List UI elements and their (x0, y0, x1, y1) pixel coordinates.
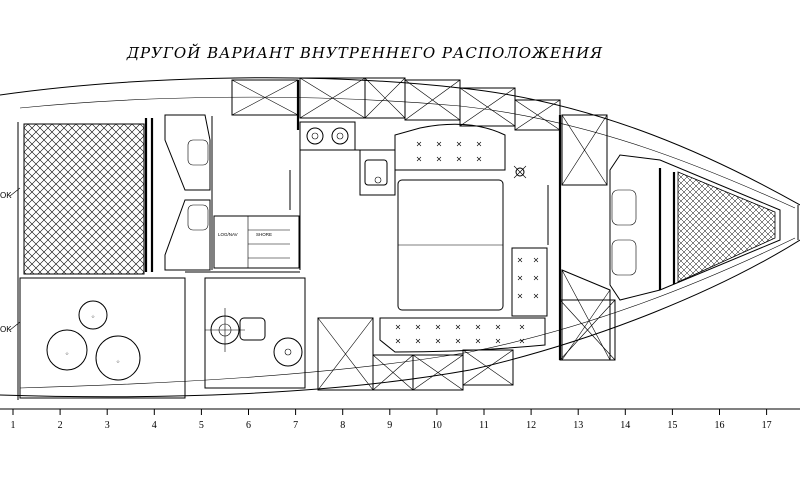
aft-locker-round-1: ☆ (78, 300, 108, 330)
saloon-table (397, 179, 504, 311)
deck-bottom-panels (317, 299, 616, 391)
aft-locker-area (19, 277, 186, 399)
lower-side-leader (9, 321, 21, 331)
galley-stove (299, 121, 356, 151)
saloon-settee-side (511, 247, 548, 317)
aft-cabin-berth (23, 123, 145, 275)
station-label: 16 (715, 420, 725, 431)
nav-text-right: SHORE (256, 232, 272, 237)
hull-inner-line (19, 96, 796, 389)
aft-seat-cushion-2 (187, 204, 209, 231)
heads-compartment (204, 277, 306, 389)
nav-station: LOG/NAV SHORE (213, 215, 300, 269)
station-label: 14 (620, 420, 630, 431)
station-label: 10 (432, 420, 442, 431)
station-label: 9 (387, 420, 392, 431)
station-label: 6 (246, 420, 251, 431)
station-label: 12 (526, 420, 536, 431)
upper-side-leader (9, 187, 21, 197)
deck-top-panels (231, 77, 561, 131)
station-label: 8 (340, 420, 345, 431)
station-label: 11 (479, 420, 489, 431)
svg-text:☆: ☆ (91, 314, 96, 319)
station-label: 15 (667, 420, 677, 431)
aft-seat-cushion-1 (187, 139, 209, 166)
galley-sink (355, 149, 396, 196)
station-label: 5 (199, 420, 204, 431)
svg-text:☆: ☆ (65, 351, 70, 356)
station-label: 2 (58, 420, 63, 431)
mast-post (513, 165, 527, 179)
station-label: 3 (105, 420, 110, 431)
drawing-title: ДРУГОЙ ВАРИАНТ ВНУТРЕННЕГО РАСПОЛОЖЕНИЯ (126, 43, 603, 62)
station-label: 7 (293, 420, 298, 431)
aft-cabin-seat-upper (164, 114, 211, 191)
saloon-settee-upper (394, 123, 506, 171)
station-label: 4 (152, 420, 157, 431)
nav-text-left: LOG/NAV (218, 232, 238, 237)
lower-side-label: OK (0, 325, 12, 334)
aft-locker-round-3: ☆ (95, 335, 141, 381)
station-label: 1 (11, 420, 16, 431)
svg-text:☆: ☆ (116, 359, 121, 364)
station-label: 13 (573, 420, 583, 431)
upper-side-label: OK (0, 191, 12, 200)
forward-deck-panels (561, 114, 611, 361)
aft-cabin-seat-lower (164, 199, 211, 271)
aft-locker-round-2: ☆ (46, 329, 88, 371)
forward-cabin (609, 154, 781, 301)
saloon-settee-lower (379, 317, 546, 353)
station-label: 17 (762, 420, 772, 431)
